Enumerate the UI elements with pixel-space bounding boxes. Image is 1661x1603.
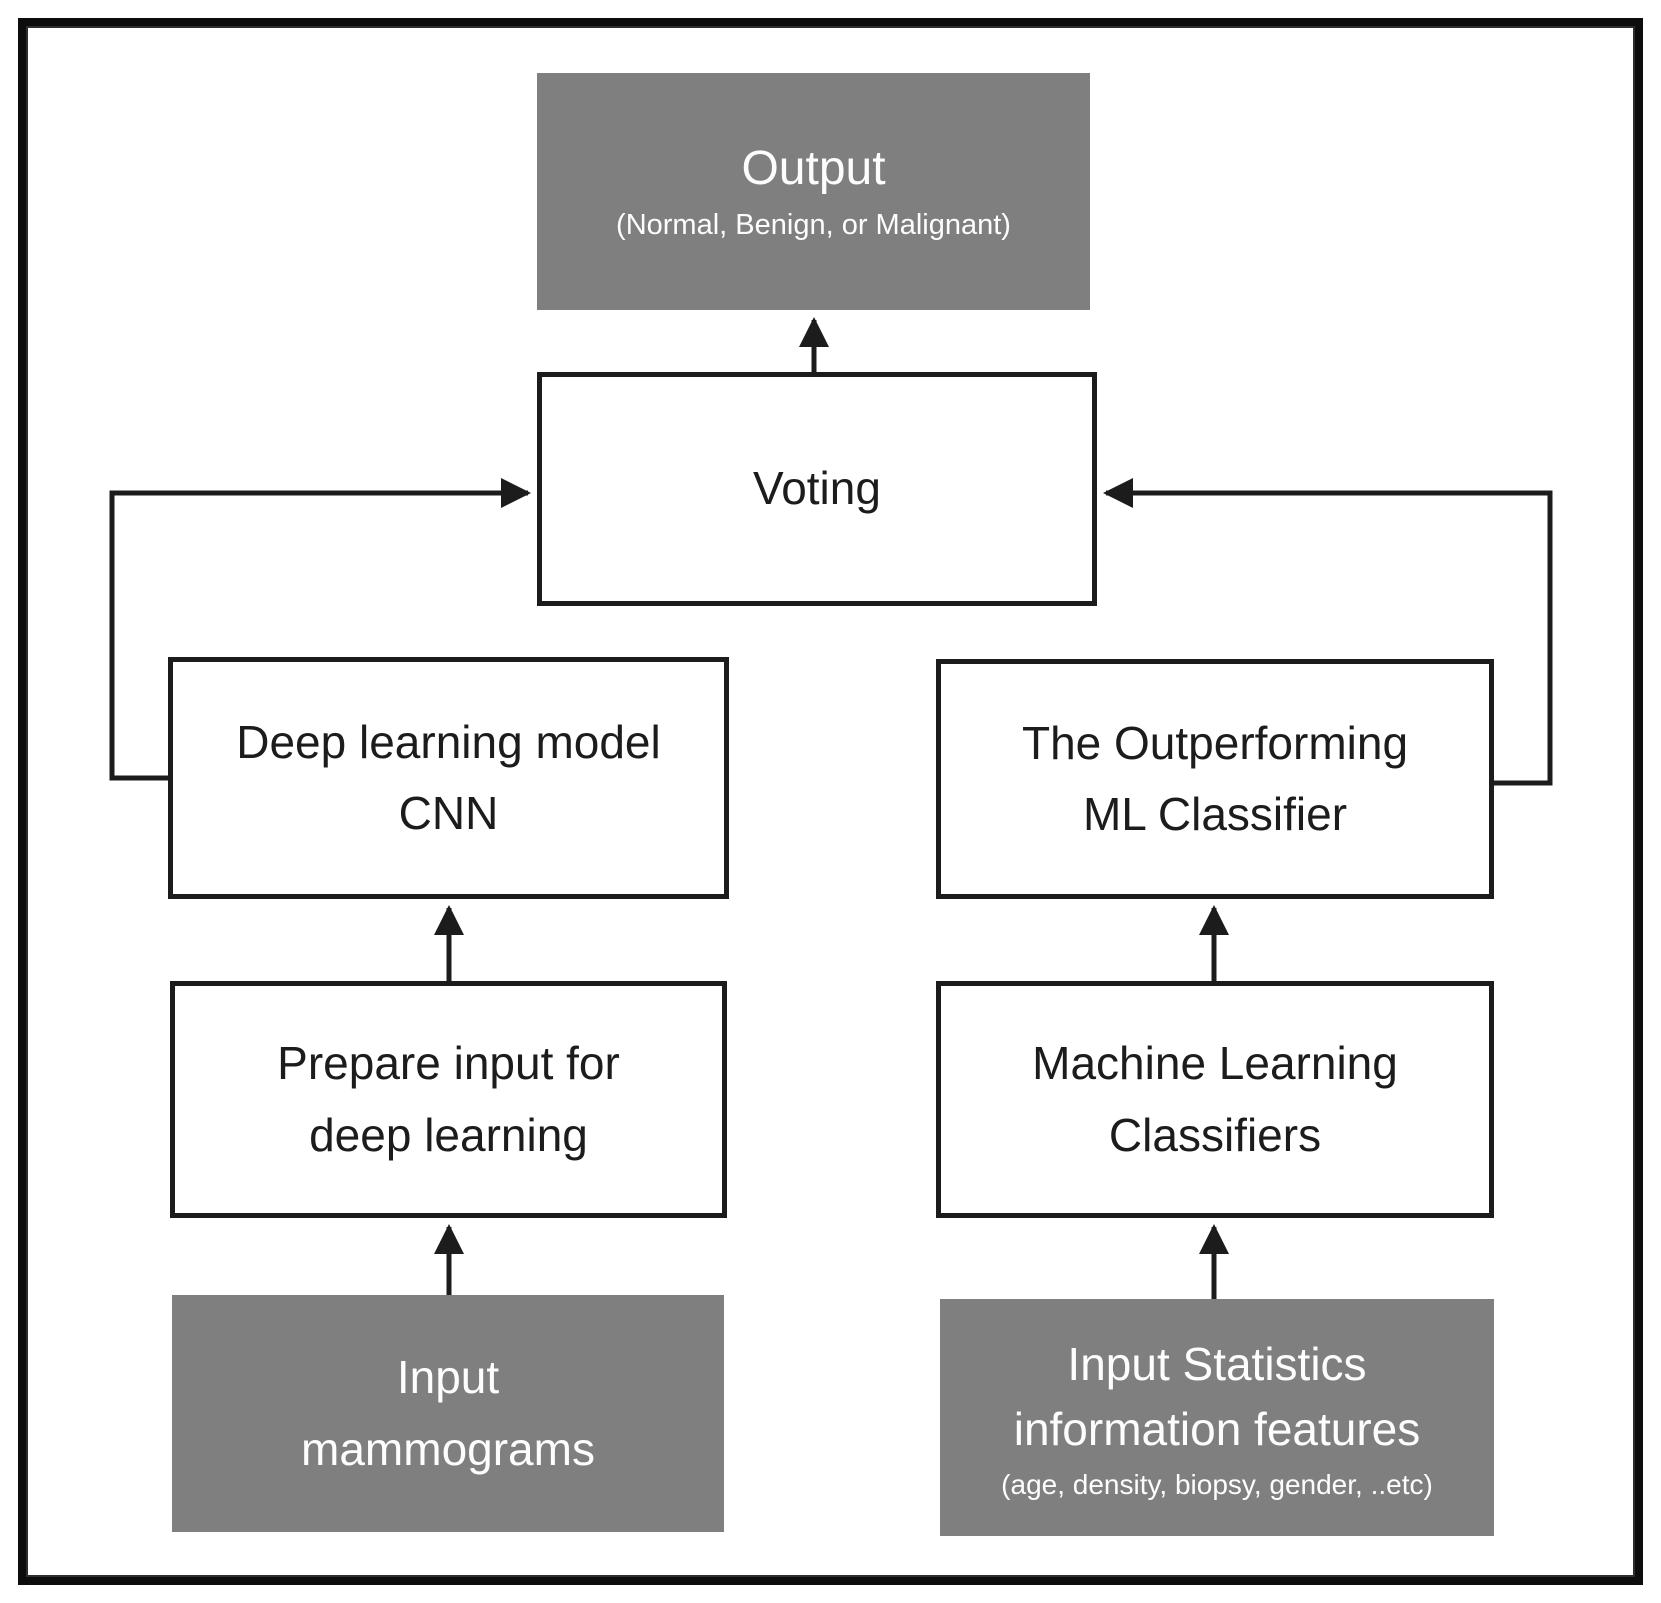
node-statistics-subtitle: (age, density, biopsy, gender, ..etc) [1001,1468,1433,1500]
node-machine-learning-classifiers: Machine Learning Classifiers [936,981,1494,1218]
node-outperforming-ml-classifier: The Outperforming ML Classifier [936,659,1494,899]
node-prepare-input: Prepare input for deep learning [170,981,727,1218]
node-cnn-line2: CNN [398,787,499,839]
node-statistics-line2: information features [1013,1403,1421,1456]
node-statistics-line1: Input Statistics [1067,1337,1367,1390]
diagram-outer-border [18,18,1643,1585]
node-outperforming-line1: The Outperforming [1021,716,1409,769]
node-mammograms-line2: mammograms [301,1422,595,1475]
node-prepare-line2: deep learning [309,1108,588,1161]
arrow-cnn-to-voting [109,478,531,781]
node-cnn-line1: Deep learning model [236,715,661,768]
node-output-title: Output [741,141,886,195]
node-mlclassifiers-line1: Machine Learning [1032,1037,1398,1090]
node-prepare-line1: Prepare input for [277,1037,620,1090]
node-voting: Voting [537,372,1097,606]
node-input-mammograms: Input mammograms [172,1295,724,1532]
node-output-subtitle: (Normal, Benign, or Malignant) [616,208,1011,241]
node-mammograms-line1: Input [396,1351,500,1404]
node-input-statistics: Input Statistics information features (a… [940,1299,1494,1536]
node-output: Output (Normal, Benign, or Malignant) [537,73,1090,310]
node-deep-learning-cnn: Deep learning model CNN [168,657,729,899]
node-voting-label: Voting [753,462,881,515]
node-outperforming-line2: ML Classifier [1082,788,1348,840]
diagram-inner-border [26,26,1635,1577]
node-mlclassifiers-line2: Classifiers [1108,1108,1322,1161]
arrow-outperforming-to-voting [1103,478,1553,786]
